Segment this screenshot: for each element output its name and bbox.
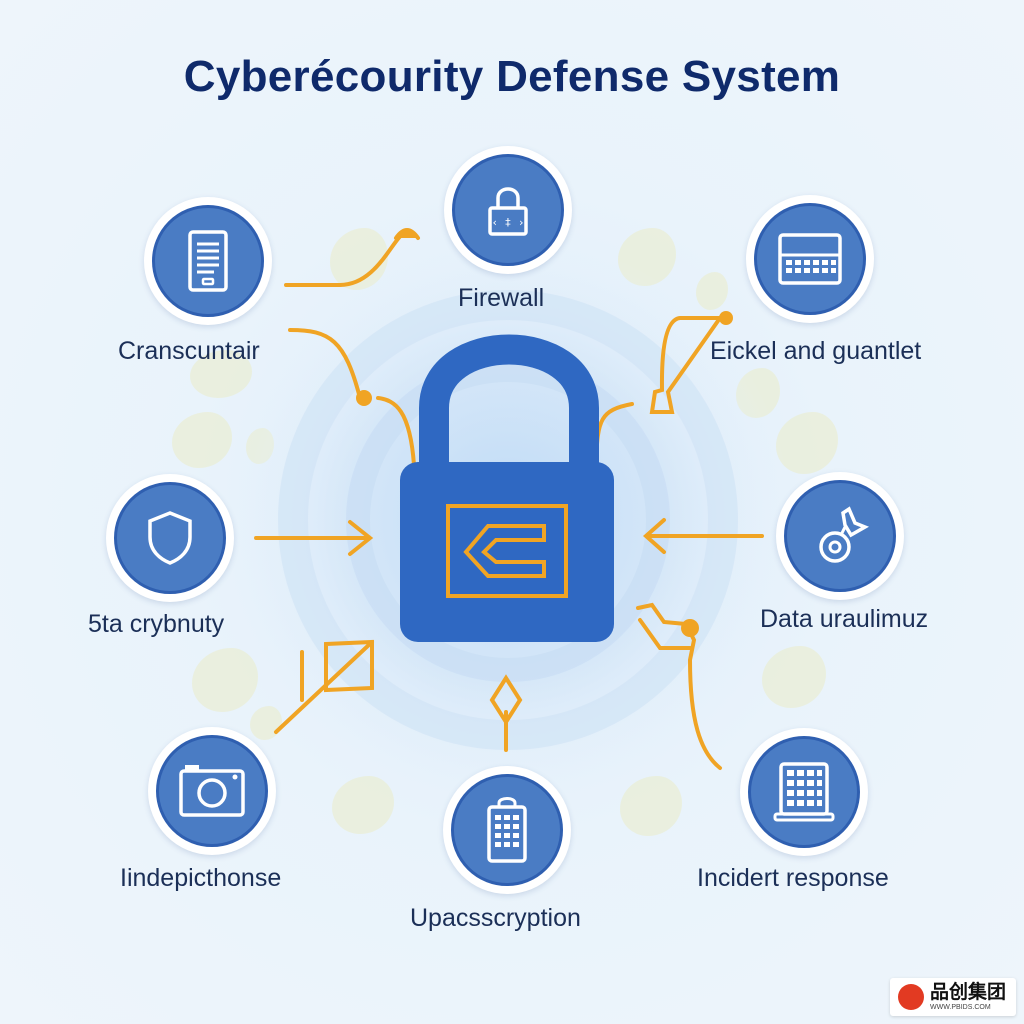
- background-blob: [332, 776, 394, 834]
- watermark-badge: 品创集团 WWW.PBIDS.COM: [890, 978, 1016, 1016]
- label-bottom-left: Iindepicthonse: [120, 864, 282, 892]
- keyboard-monitor-icon: [778, 233, 842, 285]
- label-mid-left: 5ta crybnuty: [88, 610, 225, 638]
- brand-logo-icon: [898, 984, 924, 1010]
- background-blob: [192, 648, 258, 712]
- node-firewall[interactable]: ‹ ‡ ›: [444, 146, 572, 274]
- connector-mid-left: [254, 520, 374, 556]
- padlock-code-icon: ‹ ‡ ›: [488, 187, 528, 236]
- label-bottom-right: Incidert response: [697, 864, 889, 892]
- padlock-shackle: [419, 334, 599, 468]
- label-firewall: Firewall: [458, 284, 545, 312]
- background-blob: [190, 350, 252, 398]
- background-blob: [620, 776, 682, 836]
- padlock-emblem-tag: [463, 524, 546, 578]
- connector-bottom-center: [489, 674, 523, 752]
- flag-target-icon: [819, 506, 870, 563]
- node-top-left[interactable]: [144, 197, 272, 325]
- center-padlock-icon: [400, 334, 614, 642]
- padlock-body: [400, 462, 614, 642]
- background-blob: [250, 706, 282, 740]
- calculator-icon: [773, 762, 835, 822]
- connector-dot: [681, 619, 699, 637]
- badge-site: WWW.PBIDS.COM: [930, 1004, 991, 1011]
- label-top-left: Cranscuntair: [118, 337, 260, 365]
- background-blob: [696, 272, 728, 310]
- background-blob: [762, 646, 826, 708]
- connector-dot: [719, 311, 733, 325]
- connector-top-left-lock: [288, 328, 416, 467]
- connector-mid-right: [642, 518, 764, 554]
- connector-dots: [356, 311, 733, 637]
- connector-bottom-left: [274, 639, 374, 734]
- svg-text:‹ ‡ ›: ‹ ‡ ›: [491, 216, 524, 229]
- label-bottom-center: Upacsscryption: [410, 904, 581, 932]
- connector-tl-arrowhead: [394, 228, 420, 240]
- node-bottom-right[interactable]: [740, 728, 868, 856]
- node-bottom-center[interactable]: [443, 766, 571, 894]
- label-top-right: Eickel and guantlet: [710, 337, 922, 365]
- document-tablet-icon: [188, 230, 228, 292]
- label-mid-right: Data uraulimuz: [760, 605, 929, 633]
- center-ring: [346, 358, 670, 682]
- badge-name: 品创集团: [930, 981, 1007, 1003]
- node-bottom-left[interactable]: [148, 727, 276, 855]
- background-blob: [172, 412, 232, 468]
- connector-top-right: [649, 316, 724, 414]
- node-mid-right[interactable]: [776, 472, 904, 600]
- node-mid-left[interactable]: [106, 474, 234, 602]
- camera-icon: [179, 765, 245, 817]
- page-title: Cyberécourity Defense System: [183, 52, 841, 101]
- padlock-emblem-frame: [446, 504, 568, 598]
- shield-icon: [148, 511, 192, 565]
- keypad-lock-icon: [487, 797, 527, 863]
- node-top-right[interactable]: [746, 195, 874, 323]
- connector-dot: [356, 390, 372, 406]
